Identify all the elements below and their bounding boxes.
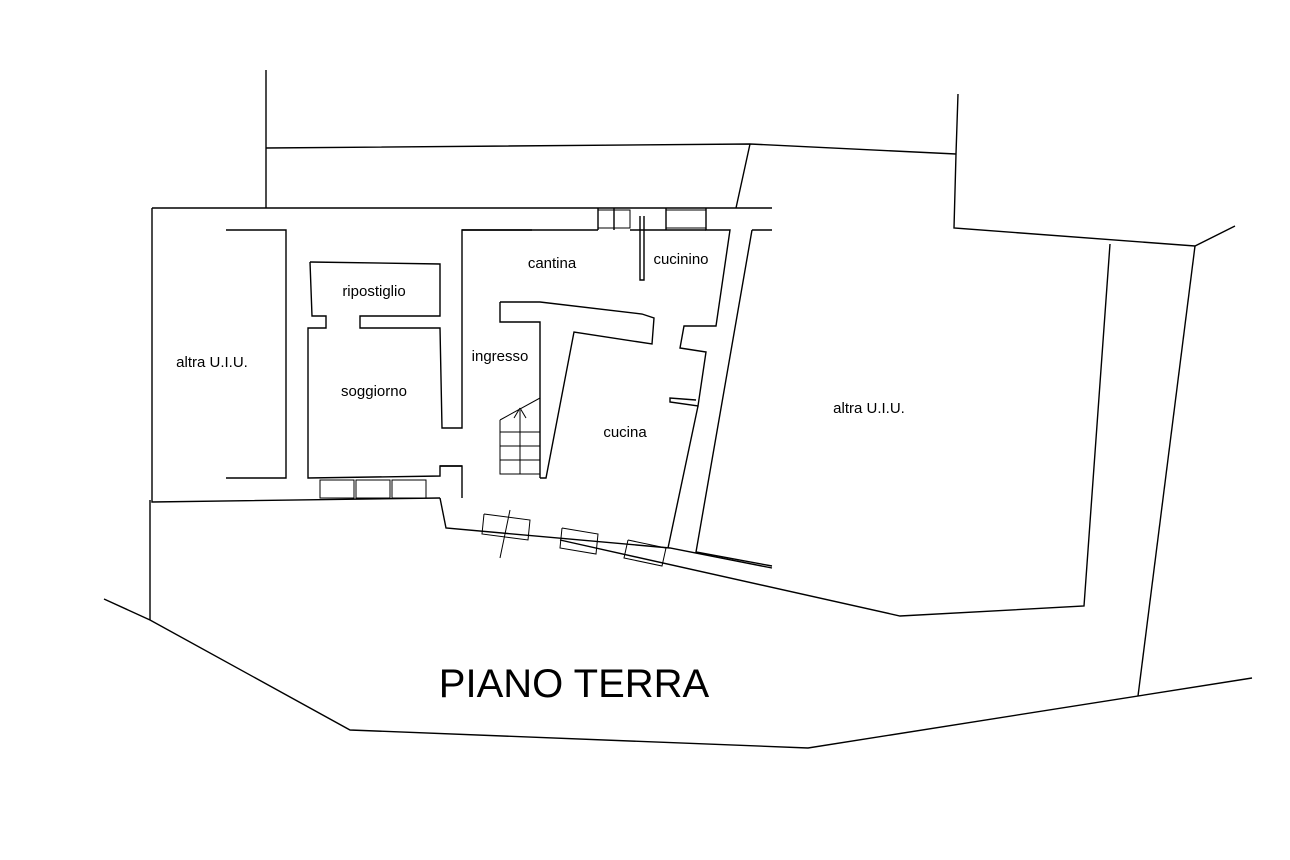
label-cantina: cantina [528,255,577,272]
label-ingresso: ingresso [472,348,529,365]
windows [319,209,707,567]
room-labels: altra U.I.U. ripostiglio soggiorno canti… [176,251,905,441]
label-cucinino: cucinino [653,251,708,268]
building-walls [151,207,773,569]
label-cucina: cucina [603,424,647,441]
label-ripostiglio: ripostiglio [342,283,405,300]
staircase [499,397,541,475]
site-boundaries [103,70,1253,749]
label-altra-right: altra U.I.U. [833,400,905,417]
label-soggiorno: soggiorno [341,383,407,400]
plan-title: PIANO TERRA [439,662,710,706]
label-altra-left: altra U.I.U. [176,354,248,371]
